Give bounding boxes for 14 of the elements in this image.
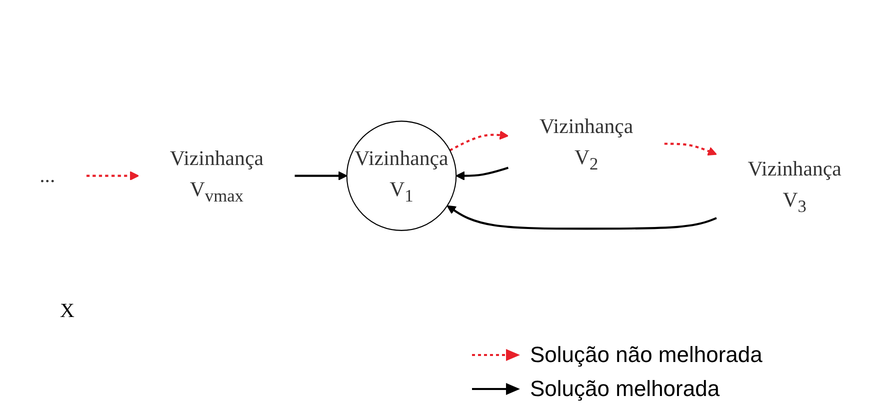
arrow bbox=[449, 130, 509, 152]
arrow bbox=[294, 171, 348, 180]
node-text: ... bbox=[40, 164, 56, 188]
point-label: X bbox=[60, 300, 74, 323]
node-text: Vizinhança V$_{3}$ bbox=[748, 158, 842, 216]
arrow bbox=[664, 142, 717, 156]
arrow bbox=[456, 166, 509, 180]
legend-label: Solução melhorada bbox=[530, 376, 720, 402]
legend-label: Solução não melhorada bbox=[530, 342, 762, 368]
arrow bbox=[86, 171, 139, 180]
node-circle: Vizinhança V$_{1}$ bbox=[346, 120, 457, 231]
arrow bbox=[446, 205, 717, 230]
node-text: Vizinhança V$_{2}$ bbox=[539, 115, 634, 174]
node-text: Vizinhança V$_{vmax}$ bbox=[170, 147, 264, 206]
